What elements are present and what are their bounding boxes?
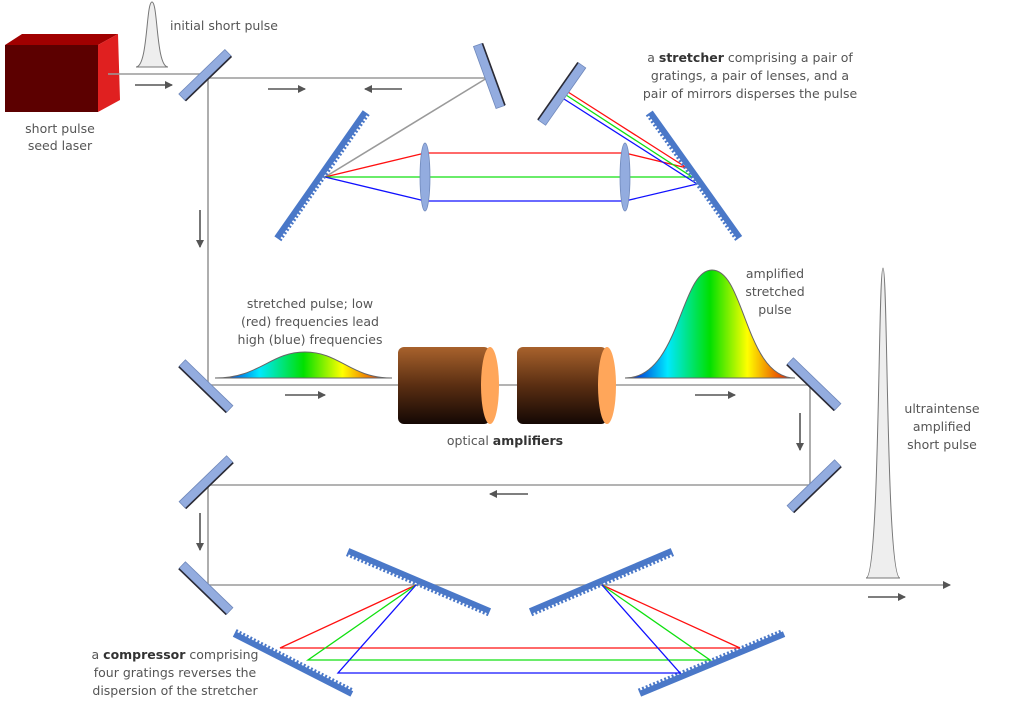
seed-laser-label-2: seed laser [28, 138, 93, 153]
stretched-pulse-label-1: stretched pulse; low [247, 296, 373, 311]
initial-pulse-shape [135, 1, 169, 68]
ultraintense-label-3: short pulse [907, 437, 977, 452]
ultraintense-label-2: amplified [913, 419, 971, 434]
stretcher-lens-1 [419, 142, 431, 212]
stretcher-lens-2 [619, 142, 631, 212]
ultraintense-pulse-shape [865, 267, 901, 579]
beam-path [108, 73, 951, 589]
stretcher-label-1: a stretcher comprising a pair of [647, 50, 853, 65]
stretcher-label-2: gratings, a pair of lenses, and a [651, 68, 849, 83]
amplifier-2 [517, 347, 616, 424]
mirror-5 [786, 459, 842, 514]
amplified-label-3: pulse [758, 302, 792, 317]
stretcher-grating-1 [274, 110, 370, 242]
seed-laser [5, 34, 120, 112]
amplifiers-label: optical amplifiers [447, 433, 563, 448]
stretched-pulse-label-2: (red) frequencies lead [241, 314, 379, 329]
ultraintense-label-1: ultraintense [904, 401, 980, 416]
amplifier-1 [398, 347, 499, 424]
mirror-2 [472, 42, 506, 110]
stretcher-grating-2 [645, 110, 743, 241]
amplified-stretched-pulse-shape [624, 269, 796, 379]
stretcher-label-3: pair of mirrors disperses the pulse [643, 86, 858, 101]
compressor-label-3: dispersion of the stretcher [92, 683, 258, 698]
amplified-label-2: stretched [745, 284, 804, 299]
stretched-pulse-label-3: high (blue) frequencies [238, 332, 383, 347]
initial-pulse-label: initial short pulse [170, 18, 278, 33]
mirror-7 [178, 561, 234, 616]
mirror-1 [178, 48, 233, 102]
seed-laser-label-1: short pulse [25, 121, 95, 136]
compressor-grating-1 [345, 548, 492, 617]
stretcher-mirror [537, 62, 587, 126]
compressor-grating-2 [528, 548, 675, 617]
mirror-3 [178, 359, 234, 414]
compressor-grating-4 [637, 629, 786, 697]
compressor-label-2: four gratings reverses the [94, 665, 257, 680]
compressor-rays [279, 584, 741, 674]
stretcher-rays [324, 91, 699, 202]
stretched-pulse-shape [214, 351, 393, 379]
mirror-6 [178, 455, 234, 510]
compressor-label-1: a compressor comprising [92, 647, 259, 662]
amplified-label-1: amplified [746, 266, 804, 281]
mirror-4 [786, 357, 842, 412]
